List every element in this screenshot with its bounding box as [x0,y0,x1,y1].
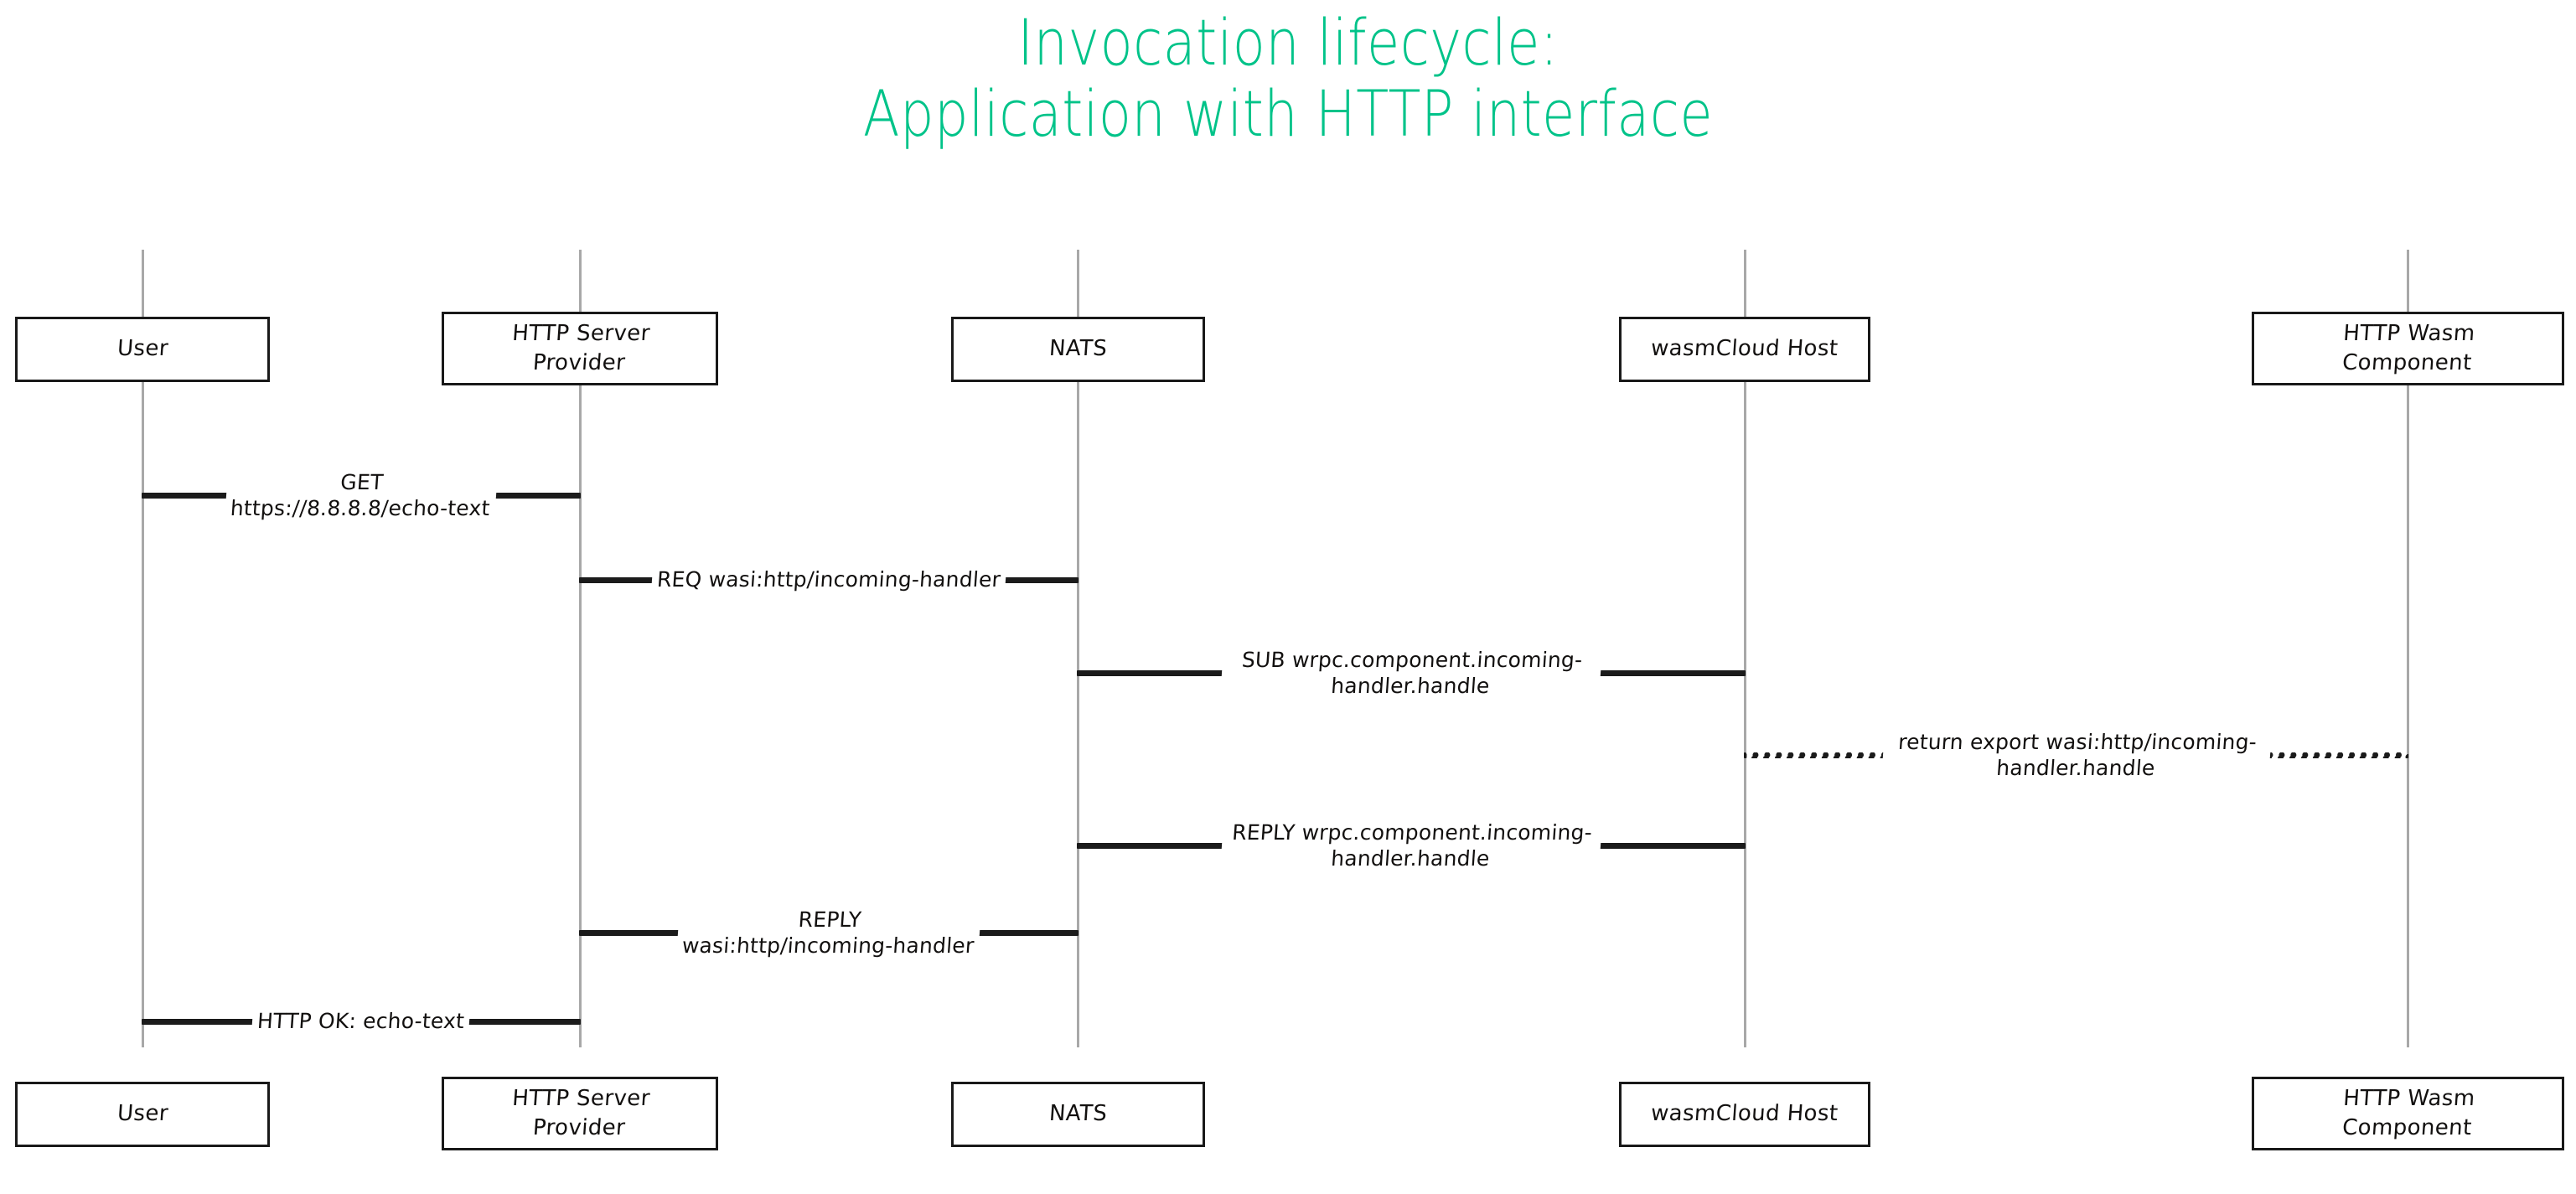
lifeline-http-server-provider [579,250,582,1047]
participant-label: HTTP Wasm Component [2341,320,2476,375]
participant-box-top-wasmcloud-host[interactable]: wasmCloud Host [1619,317,1870,382]
participant-label: HTTP Server Provider [510,320,651,375]
participant-box-bottom-http-server-provider[interactable]: HTTP Server Provider [442,1077,718,1150]
participant-label: NATS [1047,1101,1109,1127]
message-label: SUB wrpc.component.incoming-handler.hand… [1219,647,1603,699]
lifeline-user [142,250,144,1047]
participant-label: HTTP Wasm Component [2341,1085,2476,1140]
participant-label: User [116,336,169,362]
message-get[interactable]: GET https://8.8.8.8/echo-text [142,445,581,545]
title-line-1: Invocation lifecycle: [1017,5,1559,80]
message-sub-wrpc-handle[interactable]: SUB wrpc.component.incoming-handler.hand… [1077,633,1746,713]
participant-label: wasmCloud Host [1650,1101,1839,1127]
message-label: REPLY wasi:http/incoming-handler [675,907,982,959]
message-label: HTTP OK: echo-text [251,1008,471,1035]
message-req-incoming-handler[interactable]: REQ wasi:http/incoming-handler [579,540,1079,620]
participant-label: HTTP Server Provider [510,1085,651,1140]
participant-box-bottom-http-wasm-component[interactable]: HTTP Wasm Component [2252,1077,2564,1150]
message-label: GET https://8.8.8.8/echo-text [225,469,498,521]
message-return-export[interactable]: return export wasi:http/incoming-handler… [1744,715,2408,795]
participant-box-bottom-user[interactable]: User [15,1082,270,1147]
message-reply-wrpc-handle[interactable]: REPLY wrpc.component.incoming-handler.ha… [1077,805,1746,886]
lifeline-http-wasm-component [2407,250,2409,1047]
message-label: REPLY wrpc.component.incoming-handler.ha… [1219,819,1603,871]
participant-label: User [116,1101,169,1127]
participant-box-bottom-nats[interactable]: NATS [951,1082,1205,1147]
lifeline-wasmcloud-host [1744,250,1746,1047]
participant-label: wasmCloud Host [1650,336,1839,362]
page-title: Invocation lifecycle: Application with H… [0,7,2576,149]
participant-box-top-nats[interactable]: NATS [951,317,1205,382]
title-line-2: Application with HTTP interface [862,76,1714,152]
participant-box-top-http-wasm-component[interactable]: HTTP Wasm Component [2252,312,2564,385]
participant-label: NATS [1047,336,1109,362]
message-label: return export wasi:http/incoming-handler… [1880,729,2272,781]
message-http-ok[interactable]: HTTP OK: echo-text [142,991,581,1052]
participant-box-top-user[interactable]: User [15,317,270,382]
participant-box-top-http-server-provider[interactable]: HTTP Server Provider [442,312,718,385]
message-label: REQ wasi:http/incoming-handler [650,566,1007,593]
participant-box-bottom-wasmcloud-host[interactable]: wasmCloud Host [1619,1082,1870,1147]
lifeline-nats [1077,250,1079,1047]
message-reply-incoming-handler[interactable]: REPLY wasi:http/incoming-handler [579,892,1079,973]
